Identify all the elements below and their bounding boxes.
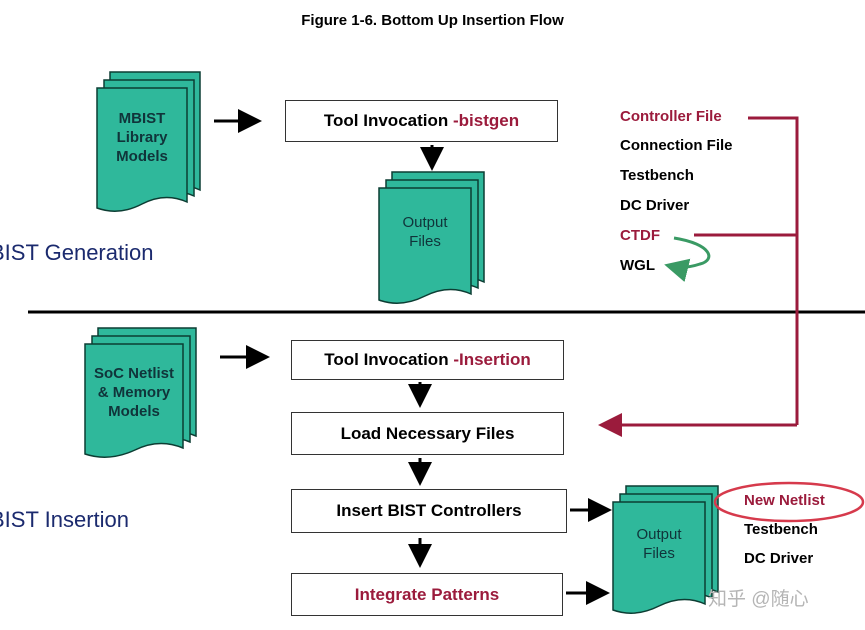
generation-outputs-list: Controller File Connection File Testbenc…: [620, 108, 760, 278]
new-netlist-highlight: [713, 481, 865, 523]
bist-generation-label: BIST Generation: [0, 240, 154, 265]
feedback-path-to-load: [598, 116, 799, 437]
output-new-netlist: New Netlist: [744, 492, 825, 509]
doc-line: Files: [643, 545, 675, 562]
insertion-outputs-list: New Netlist Testbench DC Driver: [744, 492, 854, 582]
tool-box-prefix: Tool Invocation: [323, 111, 453, 130]
insertion-output-doc-stack: [612, 485, 719, 614]
output-connection-file: Connection File: [620, 137, 733, 154]
bist-insertion-label: BIST Insertion: [0, 507, 129, 532]
output-ctdf: CTDF: [620, 227, 660, 244]
doc-line: SoC Netlist: [93, 365, 174, 382]
output-dc-driver: DC Driver: [744, 550, 814, 567]
load-files-box: Load Necessary Files: [291, 412, 564, 455]
doc-line: Models: [116, 148, 168, 165]
doc-line: Models: [108, 403, 160, 420]
tool-box-accent: -Insertion: [453, 350, 531, 369]
output-controller-file: Controller File: [620, 108, 722, 125]
bistgen-tool-box: Tool Invocation -bistgen: [285, 100, 558, 142]
generation-output-doc-text: Output Files: [379, 213, 471, 251]
soc-netlist-doc-text: SoC Netlist & Memory Models: [85, 364, 183, 421]
insertion-tool-box: Tool Invocation -Insertion: [291, 340, 564, 380]
doc-line: & Memory: [97, 384, 171, 401]
output-testbench: Testbench: [744, 521, 818, 538]
integrate-patterns-box: Integrate Patterns: [291, 573, 563, 616]
insertion-output-doc-text: Output Files: [613, 525, 705, 563]
doc-line: MBIST: [118, 110, 166, 127]
output-testbench: Testbench: [620, 167, 694, 184]
soc-netlist-doc-stack: [84, 327, 197, 458]
tool-box-prefix: Tool Invocation: [324, 350, 454, 369]
doc-line: Files: [409, 233, 441, 250]
ctdf-to-wgl-arrow: [664, 236, 711, 283]
doc-line: Output: [636, 526, 682, 543]
generation-output-doc-stack: [378, 171, 485, 304]
output-dc-driver: DC Driver: [620, 197, 690, 214]
mbist-library-doc-stack: [96, 71, 201, 212]
figure-title: Figure 1-6. Bottom Up Insertion Flow: [301, 12, 564, 29]
doc-line: Library: [116, 129, 168, 146]
mbist-library-doc-text: MBIST Library Models: [97, 109, 187, 166]
output-wgl: WGL: [620, 257, 655, 274]
tool-box-accent: -bistgen: [452, 111, 520, 130]
doc-line: Output: [402, 214, 448, 231]
watermark-text: 知乎 @随心: [708, 589, 809, 610]
insert-controllers-box: Insert BIST Controllers: [291, 489, 567, 533]
